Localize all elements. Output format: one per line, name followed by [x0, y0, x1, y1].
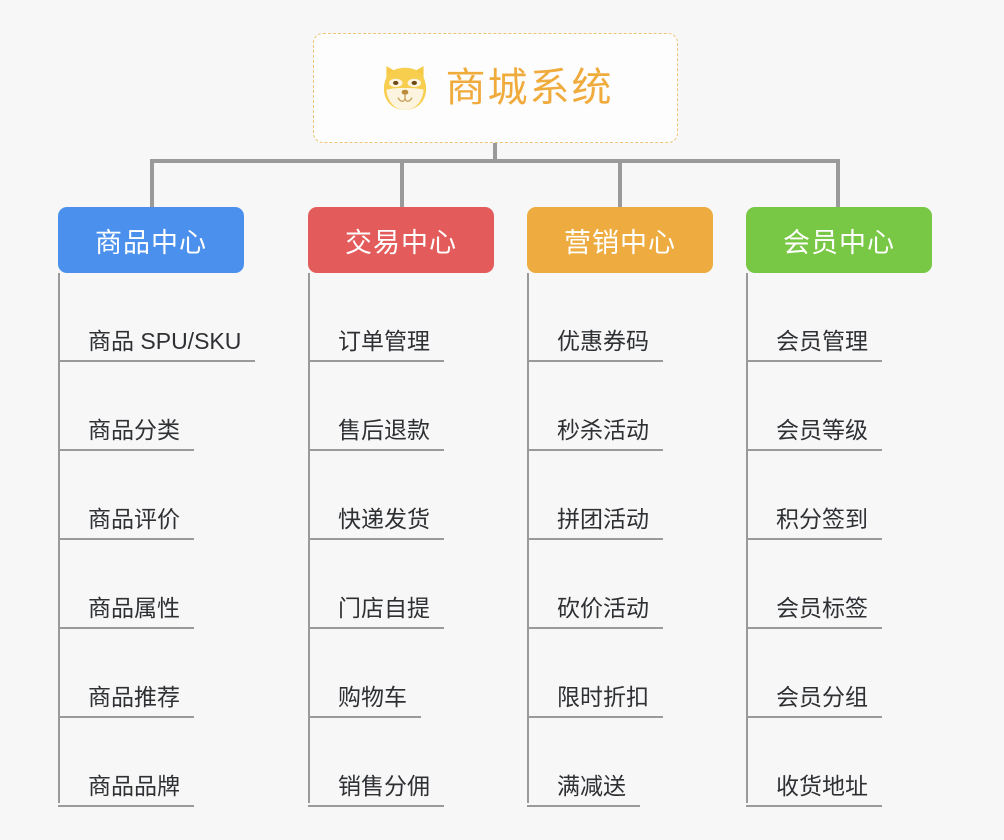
list-item-label: 拼团活动: [527, 506, 663, 540]
list-item[interactable]: 会员标签: [746, 540, 932, 629]
root-title: 商城系统: [445, 66, 614, 110]
list-item-label: 限时折扣: [527, 684, 663, 718]
list-item[interactable]: 收货地址: [746, 718, 932, 807]
list-item-label: 积分签到: [746, 506, 882, 540]
category-item-list: 优惠券码秒杀活动拼团活动砍价活动限时折扣满减送: [527, 273, 713, 807]
list-item-label: 商品 SPU/SKU: [58, 328, 256, 362]
list-item[interactable]: 商品推荐: [58, 629, 255, 718]
list-item-label: 购物车: [308, 684, 421, 718]
list-item[interactable]: 会员分组: [746, 629, 932, 718]
list-item-label: 商品评价: [58, 506, 194, 540]
list-item-label: 秒杀活动: [527, 417, 663, 451]
list-item-label: 会员分组: [746, 684, 882, 718]
root-node[interactable]: 商城系统: [313, 33, 678, 143]
list-item-label: 销售分佣: [308, 773, 444, 807]
category-header-label: 交易中心: [345, 227, 457, 258]
list-item-label: 会员管理: [746, 328, 882, 362]
list-item-label: 满减送: [527, 773, 640, 807]
list-item[interactable]: 积分签到: [746, 451, 932, 540]
list-item[interactable]: 快递发货: [308, 451, 494, 540]
branch-column-trade: 交易中心订单管理售后退款快递发货门店自提购物车销售分佣: [308, 207, 494, 807]
category-item-list: 会员管理会员等级积分签到会员标签会员分组收货地址: [746, 273, 932, 807]
list-item[interactable]: 订单管理: [308, 273, 494, 362]
list-item[interactable]: 拼团活动: [527, 451, 713, 540]
category-header-marketing[interactable]: 营销中心: [527, 207, 713, 273]
category-item-list: 订单管理售后退款快递发货门店自提购物车销售分佣: [308, 273, 494, 807]
category-header-label: 商品中心: [95, 227, 207, 258]
list-item-label: 会员等级: [746, 417, 882, 451]
branch-column-product: 商品中心商品 SPU/SKU 商品分类商品评价商品属性商品推荐商品品牌: [58, 207, 256, 807]
list-item[interactable]: 商品 SPU/SKU: [58, 273, 256, 362]
list-item[interactable]: 门店自提: [308, 540, 494, 629]
list-item-label: 商品推荐: [58, 684, 194, 718]
list-item-label: 收货地址: [746, 773, 882, 807]
list-item[interactable]: 秒杀活动: [527, 362, 713, 451]
list-item[interactable]: 商品品牌: [58, 718, 255, 807]
list-item[interactable]: 商品属性: [58, 540, 255, 629]
list-item[interactable]: 满减送: [527, 718, 713, 807]
list-item-label: 商品分类: [58, 417, 194, 451]
list-item-label: 售后退款: [308, 417, 444, 451]
list-item[interactable]: 会员等级: [746, 362, 932, 451]
list-item[interactable]: 商品分类: [58, 362, 255, 451]
list-item[interactable]: 砍价活动: [527, 540, 713, 629]
list-item-label: 商品属性: [58, 595, 194, 629]
list-item[interactable]: 购物车: [308, 629, 494, 718]
category-item-list: 商品 SPU/SKU 商品分类商品评价商品属性商品推荐商品品牌: [58, 273, 256, 807]
list-item[interactable]: 销售分佣: [308, 718, 494, 807]
list-item-label: 订单管理: [308, 328, 444, 362]
branch-column-marketing: 营销中心优惠券码秒杀活动拼团活动砍价活动限时折扣满减送: [527, 207, 713, 807]
list-item[interactable]: 售后退款: [308, 362, 494, 451]
shiba-dog-face-icon: [383, 66, 426, 110]
list-item[interactable]: 优惠券码: [527, 273, 713, 362]
list-item[interactable]: 商品评价: [58, 451, 255, 540]
list-item-label: 砍价活动: [527, 595, 663, 629]
category-header-label: 营销中心: [564, 227, 676, 258]
list-item-label: 门店自提: [308, 595, 444, 629]
category-header-trade[interactable]: 交易中心: [308, 207, 494, 273]
list-item[interactable]: 会员管理: [746, 273, 932, 362]
list-item-label: 商品品牌: [58, 773, 194, 807]
branch-column-member: 会员中心会员管理会员等级积分签到会员标签会员分组收货地址: [746, 207, 932, 807]
category-header-product[interactable]: 商品中心: [58, 207, 244, 273]
list-item-label: 会员标签: [746, 595, 882, 629]
category-header-label: 会员中心: [783, 227, 895, 258]
list-item-label: 快递发货: [308, 506, 444, 540]
list-item-label: 优惠券码: [527, 328, 663, 362]
list-item[interactable]: 限时折扣: [527, 629, 713, 718]
category-header-member[interactable]: 会员中心: [746, 207, 932, 273]
